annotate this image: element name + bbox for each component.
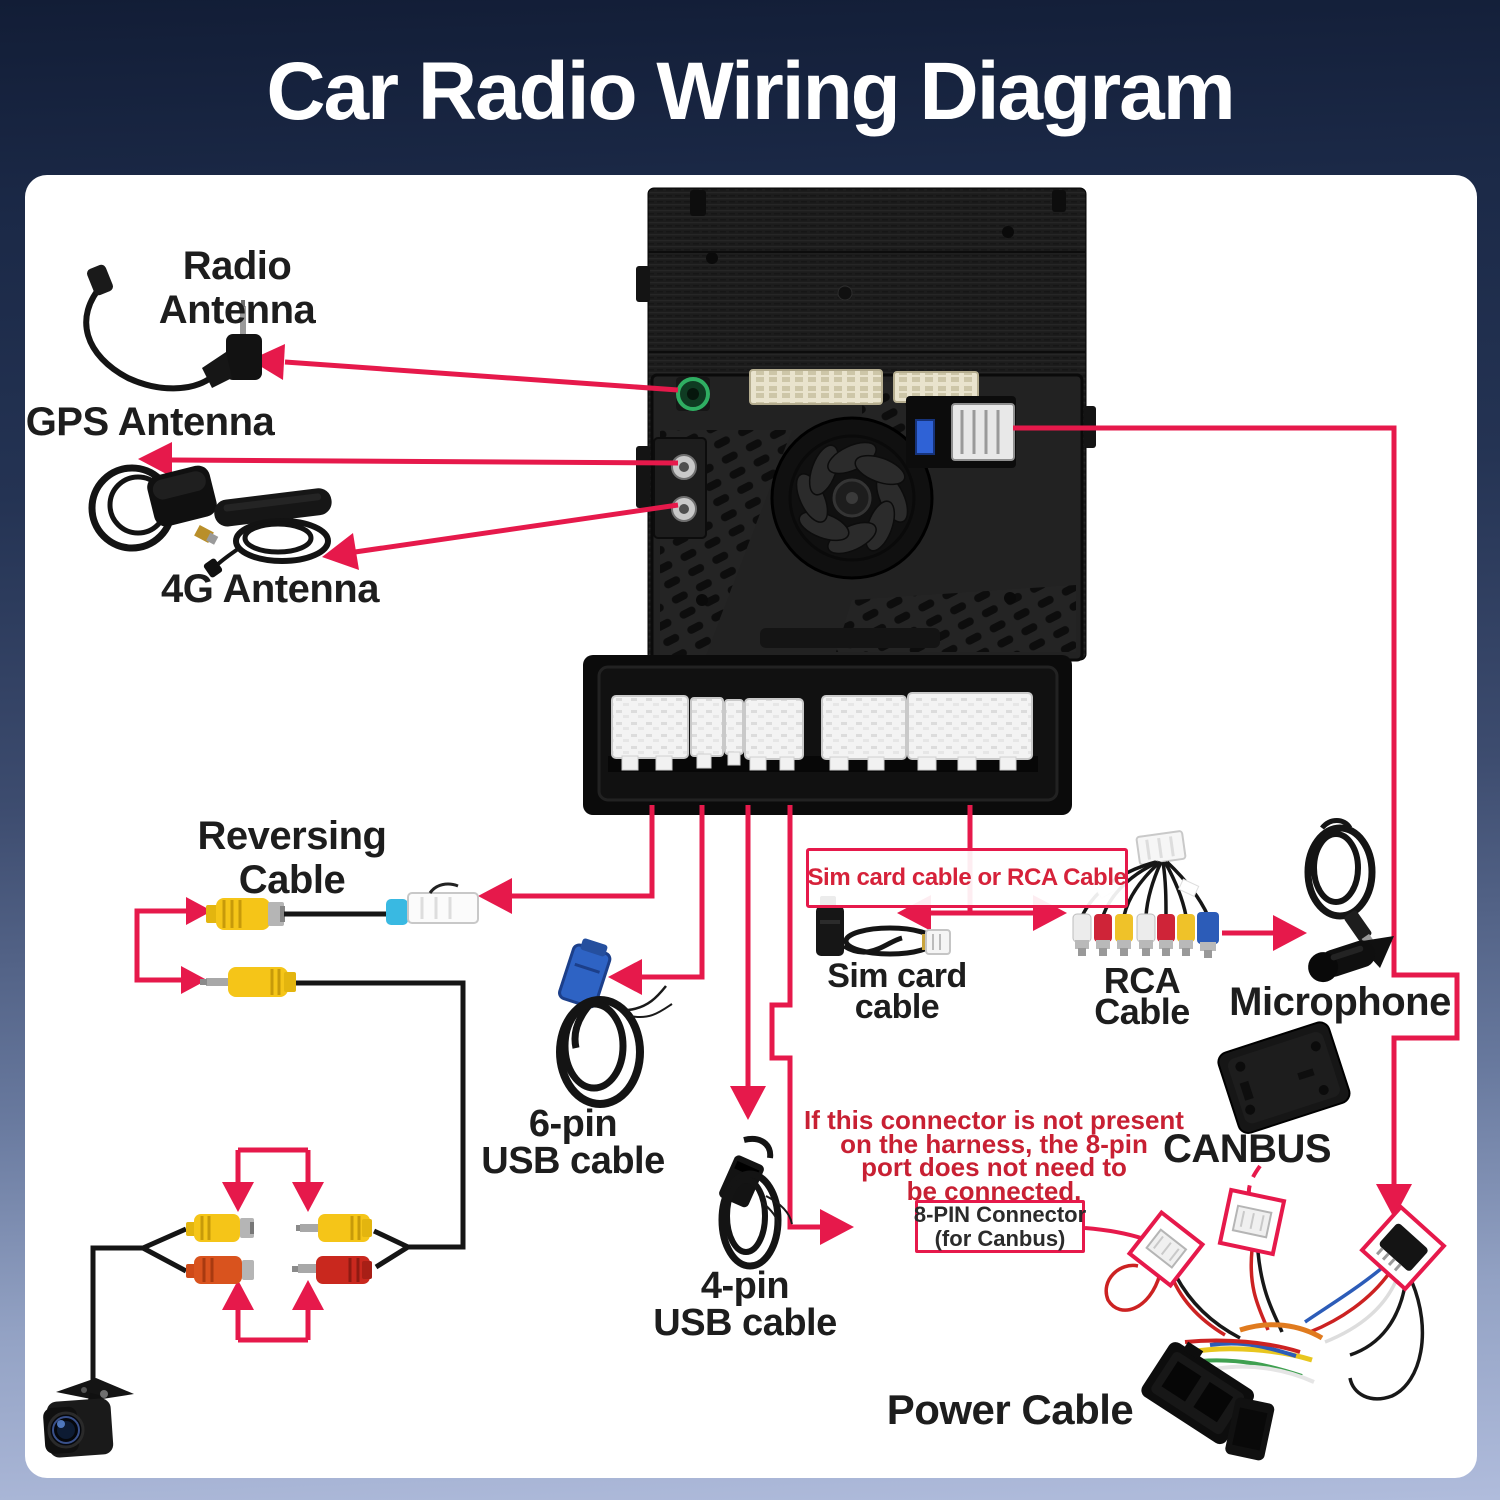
fan-blades — [795, 441, 909, 555]
sim-or-rca-callout: Sim card cable or RCA Cable — [806, 848, 1128, 908]
line-canbus-port-to-power — [1013, 425, 1460, 1184]
antenna-4g-label: 4G Antenna — [161, 567, 380, 611]
sim-card-cable-photo — [816, 896, 951, 957]
iso-block-large — [1141, 1341, 1254, 1445]
harness-connector-8pin-highlight — [1359, 1204, 1447, 1292]
arrowhead-radio-antenna — [250, 344, 285, 380]
arrowhead-4g-antenna — [322, 533, 359, 570]
connector-panel-photo — [583, 655, 1072, 815]
8pin-warning-text: If this connector is not present on the … — [804, 1105, 1184, 1206]
radio-antenna-label: Radio Antenna — [158, 244, 316, 332]
arrowhead-reversing-rca2 — [181, 966, 207, 994]
arrowhead-reversing-rca1 — [186, 897, 212, 925]
line-junction-top-bracket — [235, 1147, 311, 1182]
camera-to-junction-wire — [90, 1245, 143, 1386]
usb4-photo — [718, 1136, 793, 1270]
line-junction-bottom-bracket — [235, 1310, 311, 1343]
reversing-cable-label: Reversing Cable — [197, 814, 387, 902]
antenna-4g-photo — [203, 488, 332, 578]
line-radio-antenna — [284, 359, 679, 393]
power-cable-label: Power Cable — [886, 1386, 1134, 1433]
power-cable-photo — [1104, 1187, 1447, 1461]
8pin-connector-callout: 8-PIN Connector (for Canbus) — [914, 1200, 1086, 1253]
arrowhead-junction-2 — [292, 1182, 324, 1212]
usb4-label: 4-pin USB cable — [653, 1265, 837, 1344]
arrowhead-8pin — [820, 1209, 854, 1245]
white-connectors — [611, 692, 1033, 760]
gps-antenna-label: GPS Antenna — [25, 400, 275, 444]
harness-connector-highlight-1 — [1126, 1209, 1206, 1289]
canbus-box-photo — [1217, 1021, 1351, 1134]
radio-antenna-photo — [83, 264, 262, 392]
arrowhead-usb6 — [608, 959, 642, 995]
line-gps-antenna — [171, 457, 679, 466]
antenna-ports — [653, 437, 707, 539]
microphone-label: Microphone — [1229, 980, 1451, 1024]
line-reversing-bracket — [134, 908, 195, 983]
connector-tabs — [621, 751, 1017, 771]
microphone-photo — [1304, 818, 1394, 983]
reversing-to-junction-wire — [288, 980, 466, 1250]
rca-label: RCA Cable — [1094, 960, 1190, 1032]
harness-socket-a — [749, 369, 883, 405]
radio-unit-photo — [636, 187, 1096, 662]
junction-connectors — [186, 1214, 372, 1284]
usb6-photo — [556, 938, 673, 1108]
arrowhead-usb4 — [730, 1086, 766, 1120]
line-usb6 — [642, 805, 705, 980]
line-8pinbox-to-harness — [1084, 1226, 1148, 1242]
backup-camera-photo — [43, 1378, 134, 1458]
reversing-cable-photo — [200, 882, 479, 997]
arrowhead-microphone — [1273, 915, 1307, 951]
iso-block-small — [1225, 1397, 1275, 1461]
camera-wire-routes — [90, 980, 466, 1386]
harness-connector-highlight-2 — [1217, 1187, 1287, 1257]
rca-plugs — [1072, 912, 1219, 958]
arrowhead-gps-antenna — [138, 442, 172, 477]
arrowhead-reversing — [478, 878, 512, 914]
arrowhead-junction-1 — [222, 1182, 254, 1212]
line-4g-antenna — [354, 502, 679, 555]
gps-antenna-photo — [88, 464, 219, 552]
arrowhead-power — [1376, 1184, 1412, 1218]
canbus-label: CANBUS — [1162, 1127, 1332, 1171]
usb6-label: 6-pin USB cable — [481, 1103, 665, 1182]
arrowhead-junction-3 — [222, 1280, 254, 1310]
wire-tangle — [1184, 1322, 1324, 1384]
canbus-port — [906, 396, 1016, 468]
arrowhead-junction-4 — [292, 1280, 324, 1310]
line-reversing — [512, 805, 655, 899]
page-title: Car Radio Wiring Diagram — [266, 46, 1235, 137]
sim-card-label: Sim card cable — [827, 957, 967, 1026]
line-8pin — [769, 805, 820, 1230]
line-canbus-dashed — [1246, 1164, 1262, 1203]
red-connection-lines — [134, 359, 1460, 1343]
